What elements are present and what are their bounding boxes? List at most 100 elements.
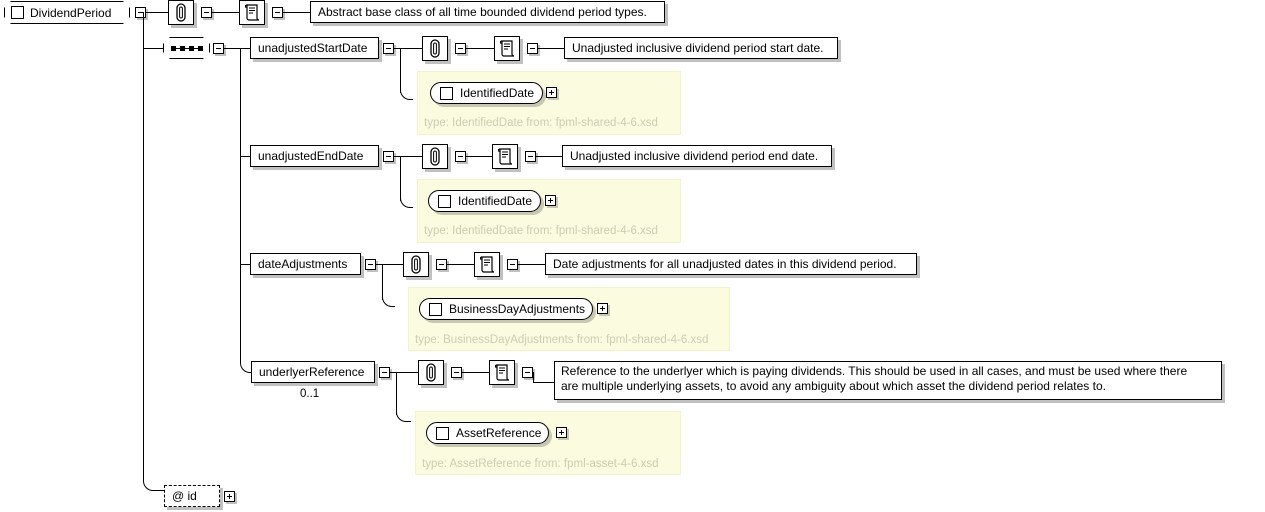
connector-element-2-down — [400, 156, 401, 201]
connector-sequence-to-childtrunk — [224, 48, 251, 49]
element-1-type-footer: type: IdentifiedDate from: fpml-shared-4… — [424, 117, 658, 129]
element-4-documentation-text: Reference to the underlyer which is payi… — [554, 361, 1222, 400]
type-square-icon — [429, 302, 442, 316]
root-complextype-label: DividendPeriod — [30, 5, 112, 20]
connector-element-2-elbow — [400, 195, 413, 208]
connector-element-1-elbow — [400, 87, 413, 100]
element-node-unadjustedStartDate[interactable]: unadjustedStartDate — [250, 37, 379, 59]
element-3-documentation-text: Date adjustments for all unadjusted date… — [545, 253, 917, 275]
connector-element-2-doc-to-text — [536, 156, 563, 157]
paperclip-icon — [176, 3, 186, 22]
element-3-annotation-icon-box[interactable] — [403, 252, 429, 277]
connector-element-3-elbow — [382, 294, 395, 307]
element-2-annotation-toggle[interactable] — [455, 151, 466, 162]
documentation-scroll-icon — [244, 4, 259, 21]
connector-child-trunk-elbow — [240, 360, 253, 373]
element-node-dateAdjustments[interactable]: dateAdjustments — [250, 253, 361, 275]
element-node-unadjustedEndDate[interactable]: unadjustedEndDate — [250, 145, 379, 167]
element-2-type-node[interactable]: IdentifiedDate — [428, 190, 541, 212]
element-1-documentation-icon-box[interactable] — [494, 36, 520, 61]
connector-element-4-to-annot — [390, 372, 418, 373]
element-3-documentation-toggle[interactable] — [507, 259, 518, 270]
element-2-annotation-icon-box[interactable] — [422, 144, 448, 169]
element-1-documentation-toggle[interactable] — [527, 43, 538, 54]
documentation-scroll-icon — [479, 256, 494, 273]
connector-element-4-down — [396, 372, 397, 415]
element-3-annotation-toggle[interactable] — [436, 259, 447, 270]
element-4-type-node[interactable]: AssetReference — [426, 422, 549, 444]
element-3-documentation-icon-box[interactable] — [474, 252, 500, 277]
connector-root-annot-to-doc — [212, 12, 239, 13]
connector-element-1-doc-to-text — [538, 48, 565, 49]
element-3-collapse-toggle[interactable] — [365, 259, 376, 270]
element-1-annotation-icon-box[interactable] — [422, 36, 448, 61]
element-1-documentation-text: Unadjusted inclusive dividend period sta… — [564, 37, 838, 59]
root-documentation-text: Abstract base class of all time bounded … — [310, 1, 665, 23]
connector-root-doc-to-text — [283, 12, 311, 13]
element-4-annotation-toggle[interactable] — [451, 367, 462, 378]
element-2-type-expand-toggle[interactable] — [545, 195, 556, 206]
element-4-annotation-icon-box[interactable] — [418, 360, 444, 385]
element-2-collapse-toggle[interactable] — [383, 151, 394, 162]
root-annotation-toggle[interactable] — [201, 7, 212, 18]
element-2-documentation-icon-box[interactable] — [492, 144, 518, 169]
documentation-scroll-icon — [499, 40, 514, 57]
root-documentation-toggle[interactable] — [272, 7, 283, 18]
element-2-documentation-text: Unadjusted inclusive dividend period end… — [562, 145, 832, 167]
connector-trunk-to-sequence — [143, 48, 164, 49]
connector-main-trunk — [143, 12, 144, 478]
complextype-square-icon — [11, 6, 24, 19]
element-node-underlyerReference[interactable]: underlyerReference — [251, 361, 375, 383]
element-4-documentation-icon-box[interactable] — [489, 360, 515, 385]
type-square-icon — [438, 194, 451, 208]
root-documentation-icon-box[interactable] — [239, 0, 265, 25]
attribute-node-id[interactable]: @ id — [164, 485, 220, 507]
connector-element-2-annot-to-doc — [466, 156, 492, 157]
element-4-type-footer: type: AssetReference from: fpml-asset-4-… — [422, 458, 659, 470]
connector-trunk-elbow-to-attribute — [143, 468, 166, 491]
documentation-scroll-icon — [494, 364, 509, 381]
sequence-compositor-node[interactable] — [163, 37, 210, 59]
connector-element-3-to-annot — [376, 264, 403, 265]
element-4-type-expand-toggle[interactable] — [556, 427, 567, 438]
element-4-collapse-toggle[interactable] — [379, 367, 390, 378]
connector-root-to-trunk — [146, 12, 168, 13]
root-collapse-toggle[interactable] — [135, 7, 146, 18]
attribute-id-label: @ id — [172, 489, 197, 503]
connector-element-4-annot-to-doc — [462, 372, 489, 373]
type-square-icon — [440, 86, 453, 100]
documentation-scroll-icon — [497, 148, 512, 165]
element-2-type-footer: type: IdentifiedDate from: fpml-shared-4… — [424, 225, 658, 237]
connector-element-2-to-annot — [394, 156, 422, 157]
connector-to-element-3 — [240, 264, 251, 265]
connector-element-1-down — [400, 48, 401, 93]
element-1-type-node[interactable]: IdentifiedDate — [430, 82, 543, 104]
element-2-documentation-toggle[interactable] — [525, 151, 536, 162]
sequence-collapse-toggle[interactable] — [213, 43, 224, 54]
connector-child-trunk — [240, 48, 241, 363]
element-3-type-expand-toggle[interactable] — [597, 303, 608, 314]
paperclip-icon — [430, 147, 440, 166]
element-1-collapse-toggle[interactable] — [383, 43, 394, 54]
paperclip-icon — [426, 363, 436, 382]
sequence-bar-icon — [171, 48, 203, 49]
type-square-icon — [436, 426, 449, 440]
element-1-type-panel — [417, 71, 681, 135]
element-4-documentation-toggle[interactable] — [522, 367, 533, 378]
connector-element-3-annot-to-doc — [447, 264, 474, 265]
connector-element-4-doc-drop — [533, 372, 534, 383]
element-4-cardinality-label: 0..1 — [300, 388, 320, 400]
element-3-type-node[interactable]: BusinessDayAdjustments — [419, 298, 593, 320]
root-complextype-node[interactable]: DividendPeriod — [4, 1, 130, 24]
paperclip-icon — [411, 255, 421, 274]
root-annotation-icon-box[interactable] — [168, 0, 194, 25]
element-1-annotation-toggle[interactable] — [455, 43, 466, 54]
connector-to-element-2 — [240, 156, 251, 157]
attribute-id-expand-toggle[interactable] — [224, 491, 235, 502]
element-1-type-expand-toggle[interactable] — [546, 87, 557, 98]
connector-element-3-doc-to-text — [518, 264, 546, 265]
connector-element-3-down — [382, 264, 383, 300]
element-3-type-footer: type: BusinessDayAdjustments from: fpml-… — [415, 334, 709, 346]
connector-element-1-to-annot — [394, 48, 422, 49]
